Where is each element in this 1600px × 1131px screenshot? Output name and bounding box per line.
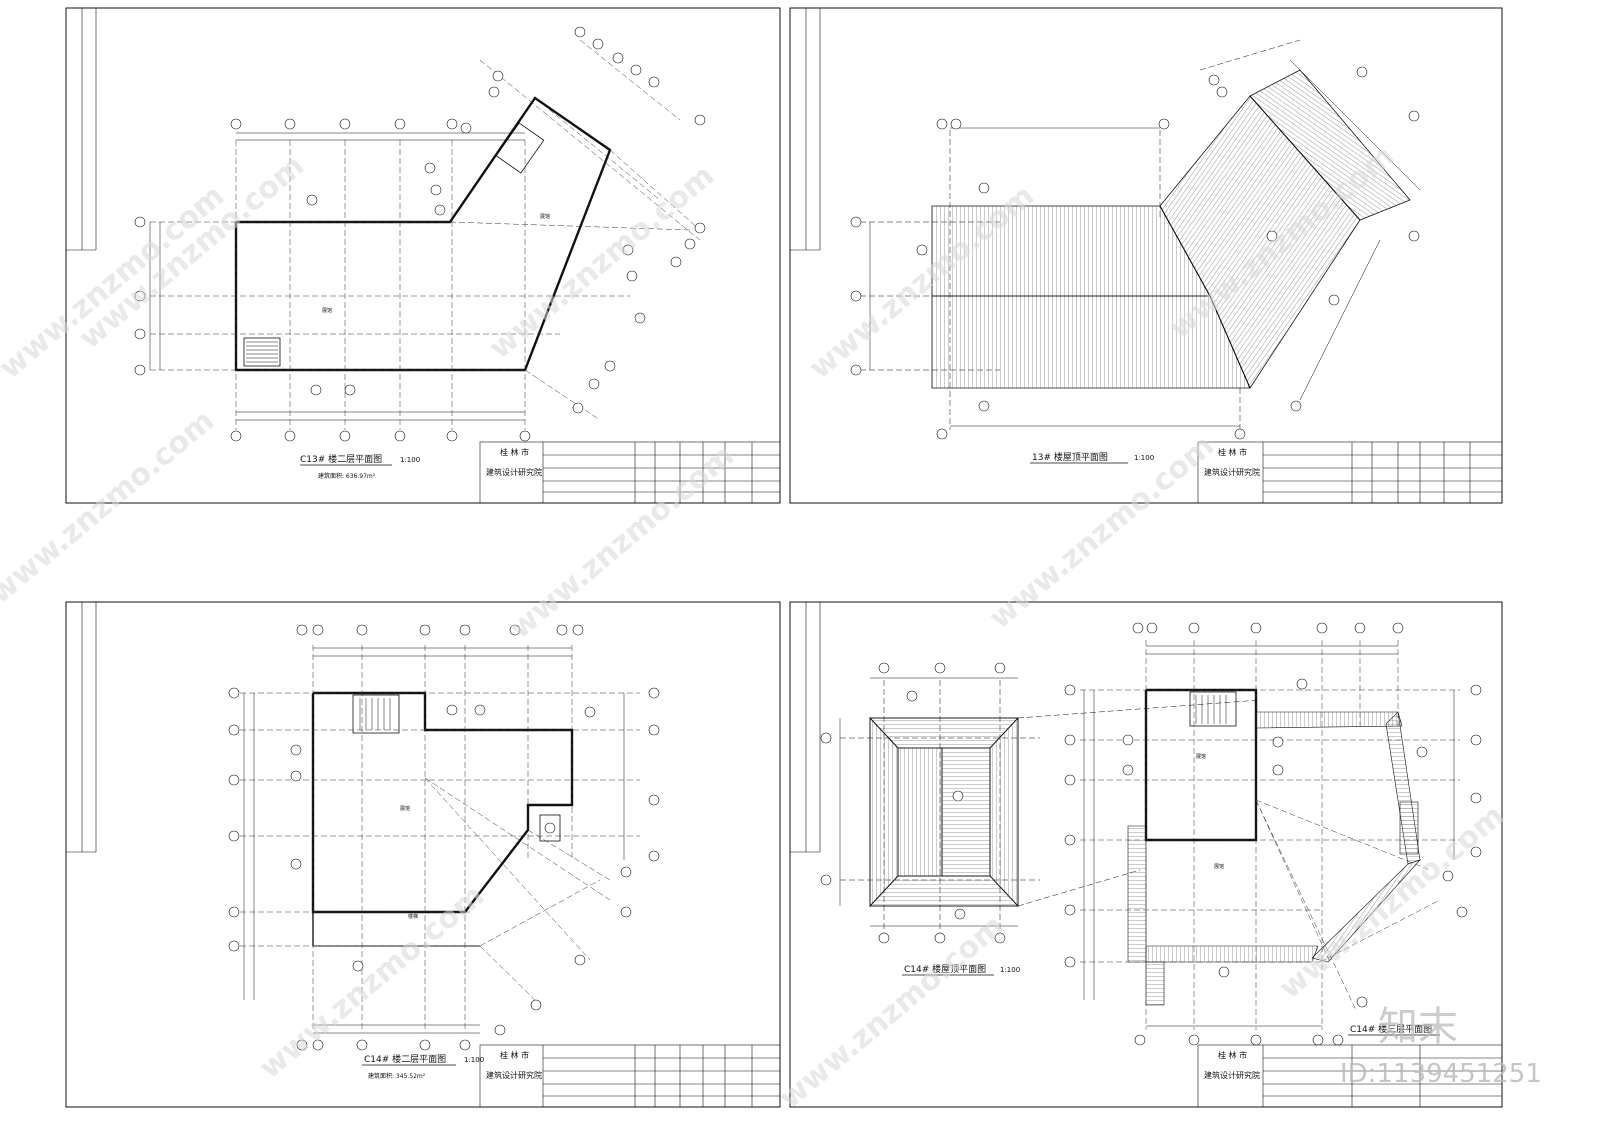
side-strip (66, 602, 97, 853)
org-city: 桂 林 市 (1218, 447, 1247, 457)
room-label: 楼梯 (408, 913, 418, 920)
watermark-text: www.znzmo.com (483, 158, 721, 366)
grid-bubbles (850, 66, 1420, 440)
room-label: 展馆 (1196, 753, 1206, 760)
sheet-title: 13# 楼屋顶平面图 (1032, 451, 1108, 463)
sheet-2: 桂 林 市 建筑设计研究院 13# 楼屋顶平面图 1:100 (789, 7, 1503, 504)
room-label: 展馆 (400, 805, 410, 812)
floor-plan (1080, 640, 1460, 1030)
side-strip (790, 602, 821, 853)
floor-plan (149, 39, 701, 430)
sheet-title-right: C14# 楼三层平面图 (1350, 1023, 1432, 1035)
sheet-title: C14# 楼二层平面图 (364, 1053, 446, 1065)
room-label: 展馆 (1214, 863, 1224, 870)
watermark-text: www.znzmo.com (0, 178, 231, 386)
title-block (1197, 1044, 1503, 1108)
sheet-3: 桂 林 市 建筑设计研究院 C14# 楼二层平面图 1:100 建筑面积: 34… (65, 601, 781, 1108)
grid-bubbles (134, 26, 706, 442)
sheet-4: 桂 林 市 建筑设计研究院 C14# 楼屋顶平面图 1:100 C14# 楼三层… (789, 601, 1503, 1108)
sheet-border (789, 7, 1503, 504)
watermark-logo: 知末 (1378, 1004, 1458, 1050)
sheet-title: C13# 楼二层平面图 (300, 453, 382, 465)
sheet-border (789, 601, 1503, 1108)
roof-plan (860, 39, 1421, 430)
watermark-text: www.znzmo.com (0, 403, 221, 611)
sheet-scale: 1:100 (400, 456, 420, 464)
sheet-area: 建筑面积: 345.52m² (368, 1072, 426, 1080)
watermark-text: www.znzmo.com (73, 148, 311, 356)
org-name: 建筑设计研究院 (1204, 467, 1260, 477)
floor-plan (240, 645, 640, 1034)
sheet-scale: 1:100 (1000, 966, 1020, 974)
watermark-id: ID:1139451251 (1340, 1059, 1542, 1089)
org-city: 桂 林 市 (1218, 1050, 1247, 1060)
room-label: 展馆 (322, 307, 332, 314)
sheet-border (65, 601, 781, 1108)
title-block (479, 1044, 781, 1108)
side-strip (790, 8, 821, 251)
org-city: 桂 林 市 (500, 447, 529, 457)
side-strip (66, 8, 97, 251)
org-name: 建筑设计研究院 (486, 1070, 542, 1080)
sheet-area: 建筑面积: 636.97m² (318, 472, 376, 480)
roof-plan (839, 677, 1261, 935)
sheet-1: 桂 林 市 建筑设计研究院 C13# 楼二层平面图 1:100 建筑面积: 63… (65, 7, 781, 504)
sheet-scale: 1:100 (1134, 454, 1154, 462)
watermark-text: www.znzmo.com (1273, 798, 1511, 1006)
watermark-text: www.znzmo.com (773, 908, 1011, 1116)
org-name: 建筑设计研究院 (486, 467, 542, 477)
title-block (479, 441, 781, 504)
sheet-title: C14# 楼屋顶平面图 (904, 963, 986, 975)
grid-bubbles (228, 624, 660, 1051)
room-label: 展馆 (540, 213, 550, 220)
sheet-border (65, 7, 781, 504)
org-name: 建筑设计研究院 (1204, 1070, 1260, 1080)
sheet-scale: 1:100 (464, 1056, 484, 1064)
title-block (1197, 441, 1503, 504)
org-city: 桂 林 市 (500, 1050, 529, 1060)
